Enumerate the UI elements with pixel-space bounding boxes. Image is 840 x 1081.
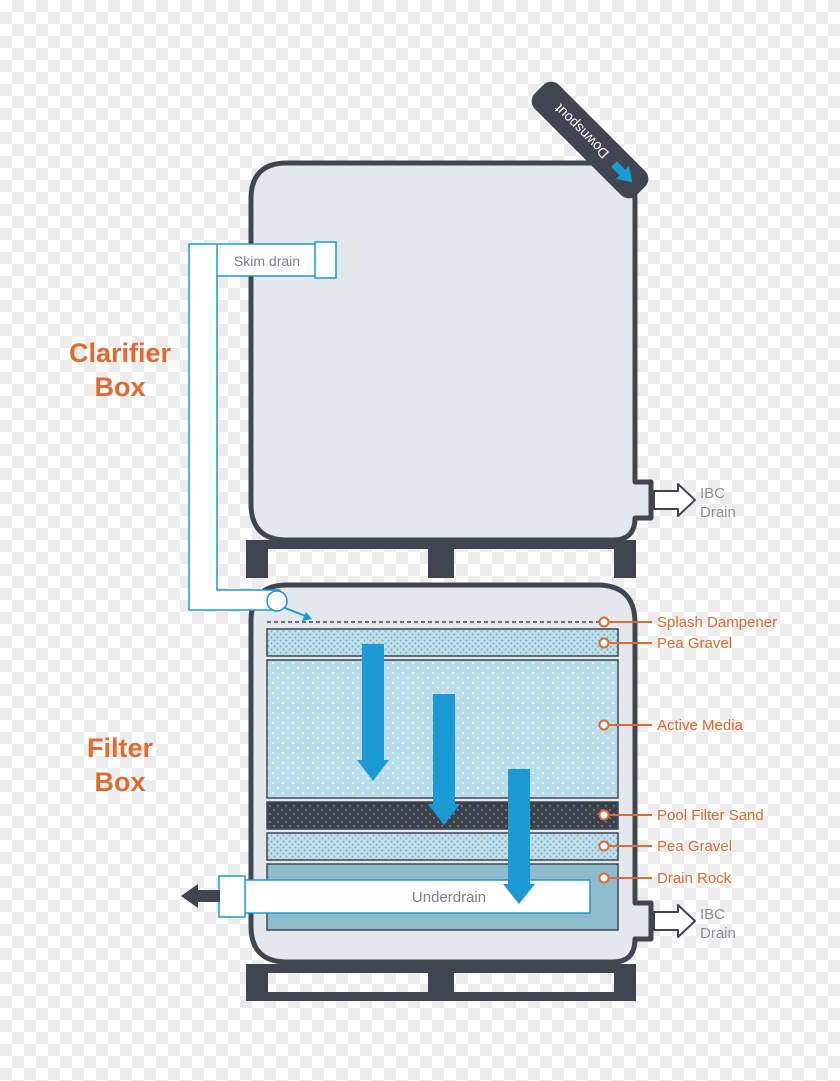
pea-gravel-top-layer <box>266 628 619 657</box>
filter-title-line2: Box <box>94 767 146 797</box>
clarifier-ibc-drain-line1: IBC <box>700 485 725 502</box>
filter-ibc-drain-line2: Drain <box>700 925 736 942</box>
callout-drain-rock: Drain Rock <box>598 870 732 887</box>
outline-arrow-right-icon: IBC Drain <box>653 904 736 942</box>
arrow-down-icon <box>357 644 389 781</box>
callout-pea-gravel-top: Pea Gravel <box>598 635 732 652</box>
callout-pool-filter-sand: Pool Filter Sand <box>598 807 764 824</box>
clarifier-pallet <box>246 540 636 578</box>
arrow-down-icon <box>503 769 535 904</box>
clarifier-tank <box>248 160 654 543</box>
layer-callouts: Splash Dampener Pea Gravel Active Media … <box>598 614 777 887</box>
callout-splash-dampener: Splash Dampener <box>598 614 777 631</box>
callout-pea-gravel-bottom: Pea Gravel <box>598 838 732 855</box>
skim-drain-label: Skim drain <box>234 253 300 269</box>
clarifier-ibc-drain-line2: Drain <box>700 504 736 521</box>
layer-label: Splash Dampener <box>657 614 777 631</box>
callout-active-media: Active Media <box>598 717 744 734</box>
filter-box-title: Filter Box <box>40 731 200 799</box>
clarifier-title-line2: Box <box>94 372 146 402</box>
skim-drain-pipe: Skim drain <box>188 241 337 611</box>
filter-ibc-drain-line1: IBC <box>700 906 725 923</box>
arrow-left-icon <box>181 884 220 908</box>
underdrain-pipe: Underdrain <box>218 875 591 918</box>
clarifier-title-line1: Clarifier <box>68 338 172 368</box>
clarifier-box-title: Clarifier Box <box>40 336 200 404</box>
filter-title-line1: Filter <box>86 733 153 763</box>
layer-label: Pea Gravel <box>657 635 732 652</box>
filter-pallet <box>246 964 636 1001</box>
arrow-down-left-icon <box>611 161 633 183</box>
layer-label: Pea Gravel <box>657 838 732 855</box>
outline-arrow-right-icon: IBC Drain <box>653 483 736 521</box>
layer-label: Pool Filter Sand <box>657 807 764 824</box>
underdrain-label: Underdrain <box>412 889 486 906</box>
layer-label: Active Media <box>657 717 744 734</box>
valve-circle-icon <box>266 590 312 621</box>
layer-label: Drain Rock <box>657 870 732 887</box>
pea-gravel-bottom-layer <box>266 832 619 861</box>
arrow-down-icon <box>428 694 460 825</box>
